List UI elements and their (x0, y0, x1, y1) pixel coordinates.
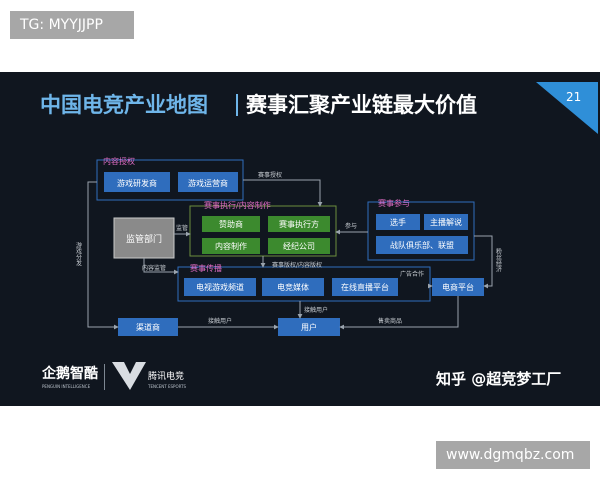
node-label-regulator: 监管部门 (126, 233, 162, 245)
node-channel-vendor (118, 318, 178, 336)
title-divider (236, 94, 238, 116)
logo-right-subtext: TENCENT ESPORTS (147, 384, 187, 389)
edge-label-reach-user-left: 接触用户 (208, 317, 232, 325)
edge-event-license (243, 179, 323, 207)
page-number: 21 (566, 90, 581, 104)
node-live-platform (332, 278, 398, 296)
node-user (278, 318, 340, 336)
node-label-caster: 主播解说 (430, 217, 462, 227)
node-label-sponsor: 赞助商 (219, 219, 243, 229)
slide-title-left: 中国电竞产业地图 (40, 93, 208, 117)
node-label-content-production: 内容制作 (215, 241, 247, 251)
node-label-club-league: 战队俱乐部、联盟 (390, 240, 454, 250)
node-game-developer (104, 172, 170, 192)
node-broker (268, 238, 330, 254)
watermark-bottom: www.dgmqbz.com (436, 441, 590, 469)
node-game-operator (178, 172, 238, 192)
node-player (376, 214, 420, 230)
logo-left-subtext: PENGUIN INTELLIGENCE (42, 384, 91, 389)
group-label-event-exec: 赛事执行/内容制作 (204, 200, 271, 210)
node-label-tv-game-channel: 电视游戏频道 (196, 282, 244, 292)
edge-label-supervise-mid: 内容监管 (142, 264, 166, 272)
edge-game-distribution (87, 181, 119, 330)
node-label-user: 用户 (301, 322, 317, 332)
node-regulator (113, 217, 175, 259)
group-label-content-license: 内容授权 (103, 156, 135, 166)
edge-sell-goods (339, 296, 459, 330)
edge-label-copyright: 赛事版权/内容版权 (272, 261, 322, 269)
edge-label-participate: 参与 (345, 222, 357, 230)
tencent-esports-v-icon (112, 362, 146, 390)
edge-label-event-license: 赛事授权 (258, 171, 282, 179)
node-label-game-operator: 游戏运营商 (188, 178, 228, 188)
industry-map-diagram: 中国电竞产业地图 赛事汇聚产业链最大价值 21 内容授权 赛事执行/内容制作 赛… (40, 82, 598, 390)
node-label-event-executor: 赛事执行方 (279, 219, 319, 229)
edge-label-supervise-top: 监管 (176, 224, 188, 232)
node-tv-game-channel (184, 278, 256, 296)
logo-penguin-intelligence: 企鹅智酷 PENGUIN INTELLIGENCE (41, 365, 98, 389)
node-label-live-platform: 在线直播平台 (341, 282, 389, 292)
node-label-esports-media: 电竞媒体 (277, 282, 309, 292)
slide-title-right: 赛事汇聚产业链最大价值 (245, 93, 477, 117)
group-event-participate (367, 201, 475, 261)
logo-tencent-esports: 腾讯电竞 TENCENT ESPORTS (112, 362, 187, 390)
page-number-corner (536, 82, 598, 134)
node-content-production (202, 238, 260, 254)
connector-lines (87, 179, 493, 330)
node-sponsor (202, 216, 260, 232)
edge-label-sell-goods: 售卖商品 (378, 317, 402, 325)
node-label-channel-vendor: 渠道商 (136, 322, 160, 332)
footer-credit: 知乎 @超竞梦工厂 (436, 370, 561, 388)
node-label-game-developer: 游戏研发商 (117, 178, 157, 188)
node-caster (424, 214, 468, 230)
watermark-top: TG: MYYJJPP (10, 11, 134, 39)
edge-label-reach-user-mid: 接触用户 (304, 306, 328, 314)
group-label-event-broadcast: 赛事传播 (190, 263, 222, 273)
logo-divider (104, 364, 105, 390)
node-ecommerce (432, 278, 484, 296)
group-label-event-participate: 赛事参与 (378, 198, 410, 208)
edge-label-game-distribution: 游戏分发 (75, 241, 82, 267)
node-club-league (376, 236, 468, 254)
node-label-player: 选手 (390, 217, 406, 227)
node-event-executor (268, 216, 330, 232)
slide: 中国电竞产业地图 赛事汇聚产业链最大价值 21 内容授权 赛事执行/内容制作 赛… (0, 72, 600, 406)
edge-supervise-mid (143, 258, 179, 275)
logo-right-text: 腾讯电竞 (148, 370, 184, 382)
edge-fan-economy (474, 235, 493, 289)
node-label-ecommerce: 电商平台 (442, 282, 474, 292)
node-label-broker: 经纪公司 (283, 241, 315, 251)
logo-left-text: 企鹅智酷 (41, 365, 98, 382)
edge-label-fan-economy: 粉丝经济 (495, 247, 502, 273)
edge-label-ad-partner: 广告合作 (400, 270, 424, 278)
node-esports-media (262, 278, 324, 296)
